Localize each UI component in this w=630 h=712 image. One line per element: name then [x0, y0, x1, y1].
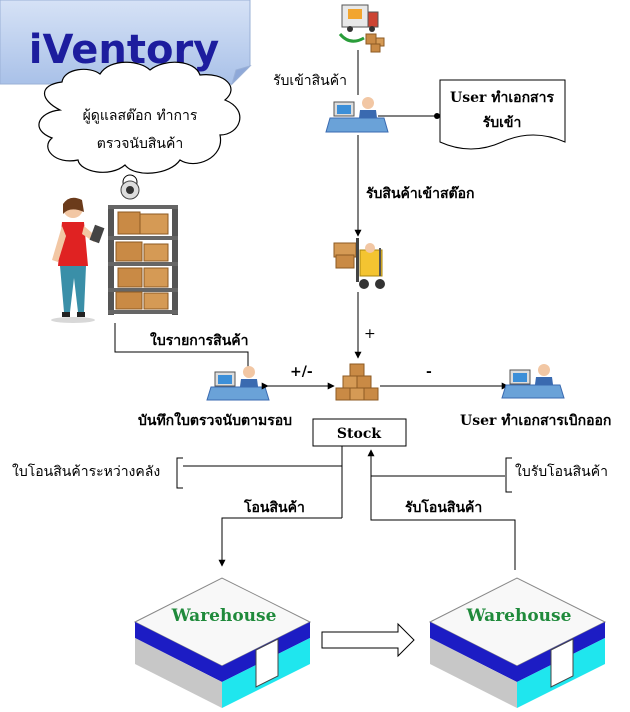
receive-transfer-label: รับโอนสินค้า: [405, 498, 482, 516]
camera-icon: [120, 180, 140, 200]
cloud-line-2: ตรวจนับสินค้า: [97, 136, 183, 152]
warehouse-1: Warehouse: [133, 577, 312, 708]
document-icon: User ทำเอกสาร รับเข้า: [439, 79, 566, 150]
item-list-label: ใบรายการสินค้า: [150, 331, 249, 349]
shelf-icon: [108, 205, 178, 315]
stock-label: Stock: [337, 426, 381, 442]
transfer-doc-label: ใบโอนสินค้าระหว่างคลัง: [12, 463, 160, 480]
receive-goods-label: รับเข้าสินค้า: [273, 73, 347, 89]
user-receive-doc-line-1: User ทำเอกสาร: [450, 90, 554, 106]
computer-user-icon-right: [501, 364, 565, 399]
stock-worker-icon: [51, 197, 105, 323]
warehouse-2: Warehouse: [428, 577, 607, 708]
record-count-label: บันทึกใบตรวจนับตามรอบ: [138, 411, 292, 429]
cloud-line-1: ผู้ดูแลสต๊อก ทำการ: [83, 108, 198, 124]
receive-to-stock-label: รับสินค้าเข้าสต๊อก: [366, 185, 475, 202]
transfer-arrow: [321, 622, 415, 658]
receive-transfer-doc-label: ใบรับโอนสินค้า: [515, 463, 608, 480]
plus-minus-label: +/-: [290, 364, 313, 380]
computer-user-icon-left: [206, 366, 270, 401]
computer-user-icon: [325, 97, 389, 133]
warehouse-2-label: Warehouse: [466, 606, 572, 626]
transfer-goods-label: โอนสินค้า: [243, 498, 305, 516]
stock-box: Stock: [312, 418, 407, 447]
minus-sign: -: [426, 364, 432, 380]
forklift-icon: [333, 238, 385, 289]
stacked-boxes-icon: [335, 363, 379, 401]
plus-sign: +: [364, 326, 376, 342]
delivery-truck-icon: [338, 4, 385, 53]
thought-cloud: ผู้ดูแลสต๊อก ทำการ ตรวจนับสินค้า: [38, 61, 241, 190]
warehouse-1-label: Warehouse: [171, 606, 277, 626]
user-issue-doc-label: User ทำเอกสารเบิกออก: [460, 413, 611, 429]
user-receive-doc-line-2: รับเข้า: [483, 115, 522, 131]
